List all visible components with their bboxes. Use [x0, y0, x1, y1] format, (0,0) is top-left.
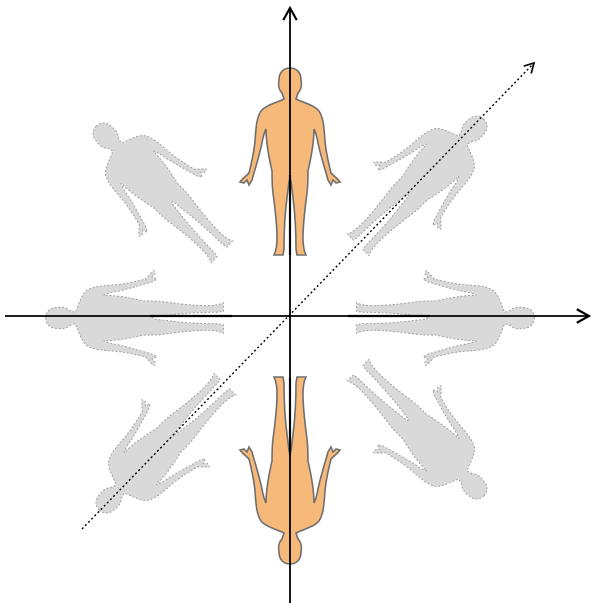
figure-rot-135: [325, 337, 518, 530]
figure-rot-90: [357, 271, 535, 366]
figure-rot-270: [46, 271, 224, 366]
figure-rot-45: [325, 86, 518, 279]
figure-rot-225: [66, 351, 259, 544]
figure-rot-315: [63, 93, 256, 286]
